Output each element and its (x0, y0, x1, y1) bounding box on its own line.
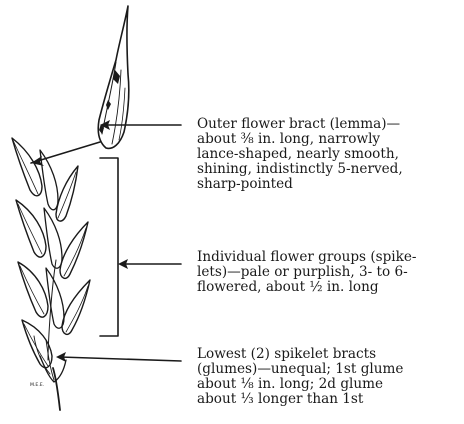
artist-mark: M.E.E. (30, 382, 44, 388)
spikelet-annotation: Individual flower groups (spike- lets)—p… (197, 250, 459, 295)
spike-drawing (12, 138, 90, 410)
glume-arrow-line (60, 357, 181, 361)
lemma-detail-drawing (98, 6, 129, 148)
spikelet-bracket (100, 158, 118, 336)
glume-annotation: Lowest (2) spikelet bracts (glumes)—uneq… (197, 347, 459, 407)
lemma-annotation: Outer flower bract (lemma)— about ⅜ in. … (197, 117, 459, 192)
